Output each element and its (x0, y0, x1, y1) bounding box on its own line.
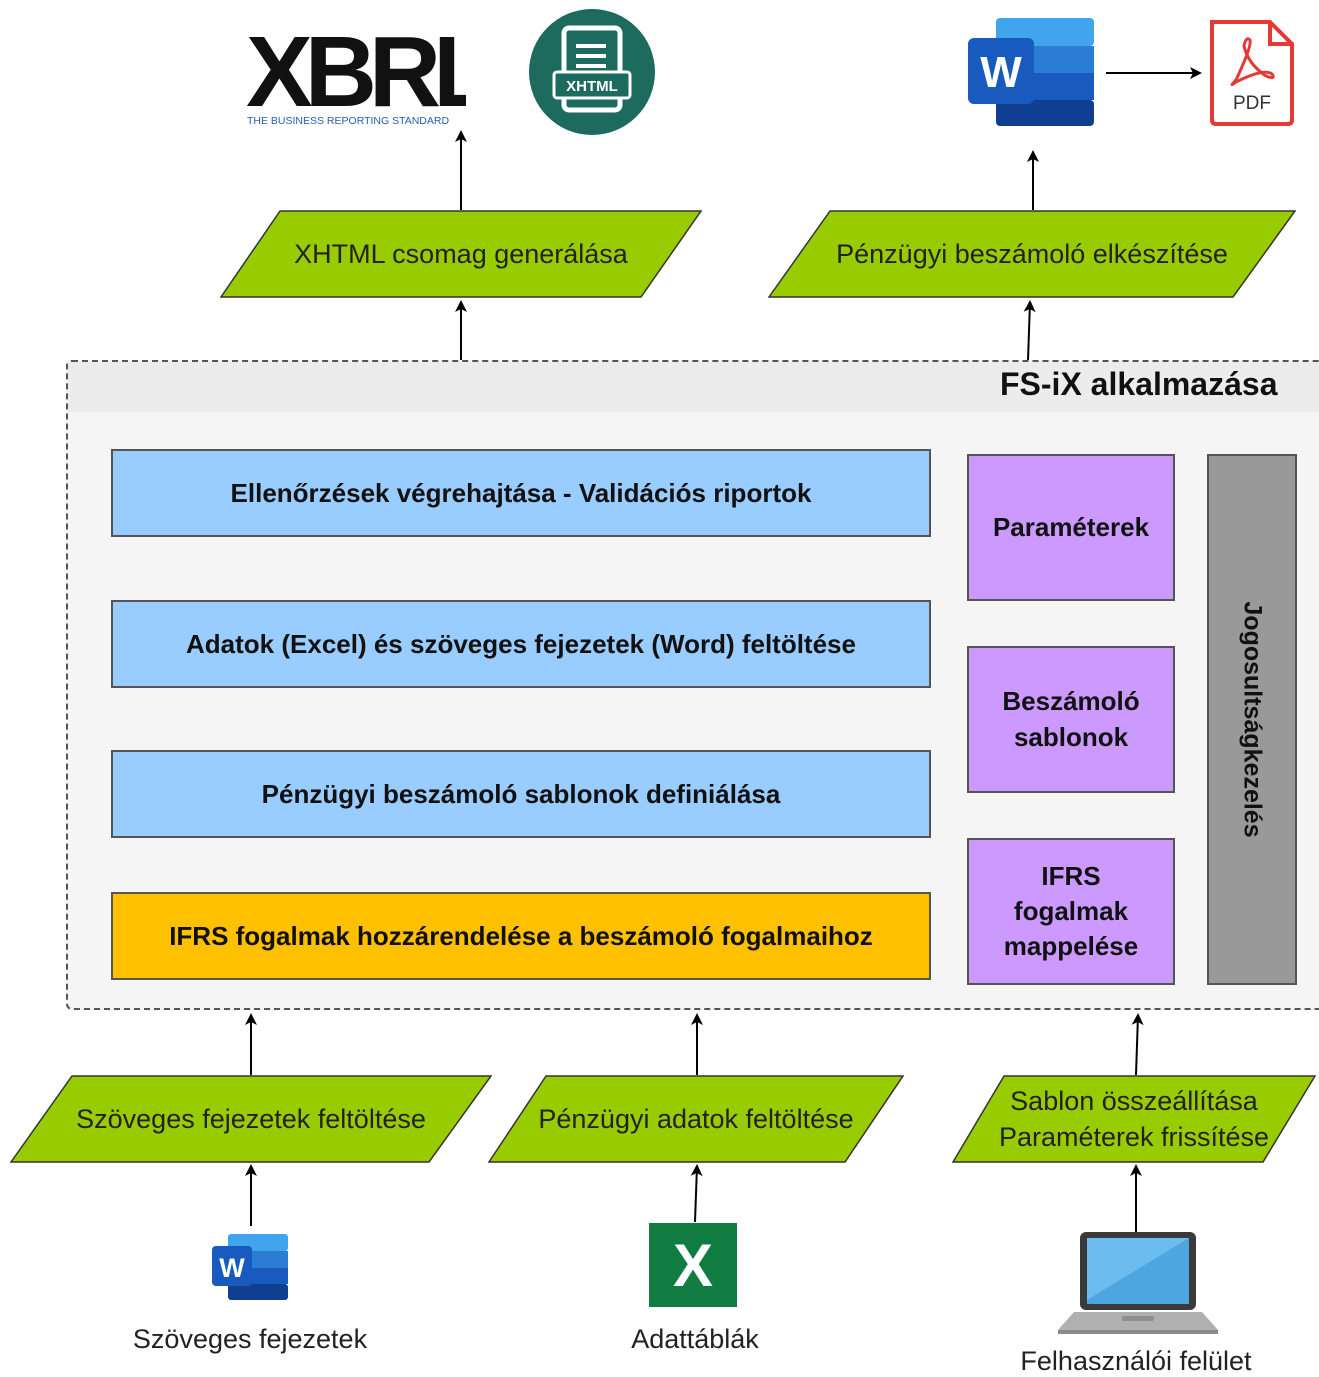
word-icon-graphic: W (212, 1234, 288, 1300)
step-template-definition: Pénzügyi beszámoló sablonok definiálása (111, 750, 931, 838)
module-ifrs-mapping: IFRS fogalmak mappelése (967, 838, 1175, 985)
pdf-icon-graphic: PDF (1210, 20, 1294, 126)
xhtml-file-icon: XHTML (528, 8, 658, 138)
caption-text-chapters: Szöveges fejezetek (132, 1324, 368, 1354)
laptop-icon (1056, 1230, 1220, 1336)
module-parameters-label: Paraméterek (992, 511, 1150, 542)
process-xhtml-generation-label: XHTML csomag generálása (294, 238, 628, 269)
pdf-icon: PDF (1206, 16, 1296, 128)
module-ifrs-mapping-label: IFRS fogalmak mappelése (1003, 860, 1139, 962)
caption-user-interface: Felhasználói felület (1020, 1346, 1252, 1376)
xbrl-logo: XBRL THE BUSINESS REPORTING STANDARD (246, 16, 500, 128)
excel-icon-letter: X (673, 1232, 713, 1299)
step-data-upload-label: Adatok (Excel) és szöveges fejezetek (Wo… (186, 628, 856, 659)
arrow-template-to-app (1131, 1013, 1144, 1076)
step-data-upload: Adatok (Excel) és szöveges fejezetek (Wo… (111, 600, 931, 688)
step-validation-label: Ellenőrzések végrehajtása - Validációs r… (230, 477, 812, 508)
process-text-upload-label: Szöveges fejezetek feltöltése (76, 1103, 426, 1134)
word-icon-letter: W (219, 1253, 245, 1283)
module-report-templates: Beszámoló sablonok (967, 646, 1175, 793)
word-icon-top: W (966, 16, 1096, 128)
process-template-params-label: Sablon összeállítása Paraméterek frissít… (998, 1085, 1270, 1152)
rights-management-label: Jogosultságkezelés (1238, 601, 1267, 838)
xbrl-logo-graphic: XBRL THE BUSINESS REPORTING STANDARD (246, 16, 500, 128)
process-report-preparation: Pénzügyi beszámoló elkészítése (768, 210, 1296, 298)
arrow-app-to-report (1023, 300, 1036, 361)
excel-icon-graphic: X (649, 1223, 737, 1307)
step-template-definition-label: Pénzügyi beszámoló sablonok definiálása (261, 778, 781, 809)
xbrl-logo-text: XBRL (246, 18, 466, 128)
process-financial-upload: Pénzügyi adatok feltöltése (488, 1075, 904, 1163)
word-icon-top-letter: W (980, 48, 1022, 97)
xhtml-file-graphic: XHTML (529, 9, 655, 135)
word-icon: W (210, 1232, 290, 1302)
step-ifrs-mapping-label: IFRS fogalmak hozzárendelése a beszámoló… (169, 920, 873, 951)
process-report-preparation-label: Pénzügyi beszámoló elkészítése (836, 238, 1228, 269)
app-container-header (68, 362, 1319, 412)
pdf-icon-label: PDF (1233, 93, 1271, 114)
step-ifrs-mapping: IFRS fogalmak hozzárendelése a beszámoló… (111, 892, 931, 980)
process-text-upload: Szöveges fejezetek feltöltése (10, 1075, 492, 1163)
module-parameters: Paraméterek (967, 454, 1175, 601)
word-icon-top-graphic: W (968, 18, 1094, 126)
step-validation: Ellenőrzések végrehajtása - Validációs r… (111, 449, 931, 537)
module-report-templates-label: Beszámoló sablonok (1002, 686, 1140, 752)
process-template-params: Sablon összeállítása Paraméterek frissít… (952, 1075, 1316, 1163)
laptop-icon-graphic (1058, 1232, 1218, 1334)
xhtml-icon-label: XHTML (566, 78, 618, 95)
process-xhtml-generation: XHTML csomag generálása (220, 210, 702, 298)
arrow-excel-to-financial-upload (690, 1164, 703, 1223)
excel-icon: X (648, 1222, 738, 1308)
xbrl-logo-tagline: THE BUSINESS REPORTING STANDARD (247, 115, 449, 127)
rights-management: Jogosultságkezelés (1207, 454, 1297, 985)
process-financial-upload-label: Pénzügyi adatok feltöltése (538, 1103, 854, 1134)
caption-data-tables: Adattáblák (631, 1324, 759, 1354)
app-title: FS-iX alkalmazása (1000, 366, 1278, 402)
